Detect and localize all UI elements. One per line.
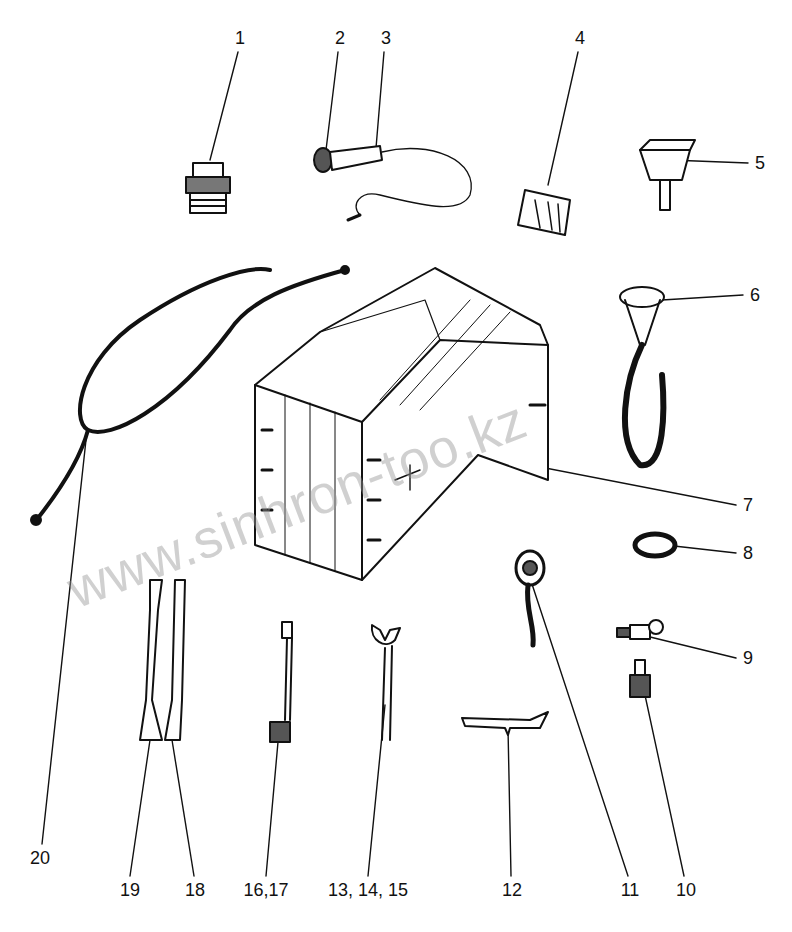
funnel xyxy=(640,140,695,210)
leader-lines xyxy=(42,52,748,876)
open-wrench xyxy=(372,625,400,740)
callout-number: 9 xyxy=(743,647,753,669)
callout-number: 11 xyxy=(621,879,640,901)
callout-number: 5 xyxy=(755,152,765,174)
socket-spanner xyxy=(270,622,292,742)
valve xyxy=(617,620,663,639)
pump-hose xyxy=(620,287,664,465)
callout-number: 3 xyxy=(381,27,391,49)
fitting xyxy=(186,163,230,213)
callout-number: 19 xyxy=(120,879,140,901)
callout-number: 7 xyxy=(743,494,753,516)
callout-number: 12 xyxy=(502,879,522,901)
fuse-clip xyxy=(518,190,570,235)
plug xyxy=(630,660,650,697)
callout-number: 16,17 xyxy=(243,879,288,901)
callout-number: 13, 14, 15 xyxy=(328,879,408,901)
callout-number: 4 xyxy=(575,27,585,49)
callout-number: 8 xyxy=(743,542,753,564)
callout-number: 10 xyxy=(676,879,696,901)
scraper-tool xyxy=(462,712,548,735)
callout-number: 20 xyxy=(30,847,50,869)
sealing-ring xyxy=(635,534,675,556)
callout-number: 2 xyxy=(335,27,345,49)
inspection-lamp xyxy=(314,146,471,220)
callout-number: 6 xyxy=(750,284,760,306)
callout-number: 18 xyxy=(185,879,205,901)
pressure-gauge xyxy=(516,551,544,645)
callout-number: 1 xyxy=(235,27,245,49)
tire-levers xyxy=(140,580,185,740)
